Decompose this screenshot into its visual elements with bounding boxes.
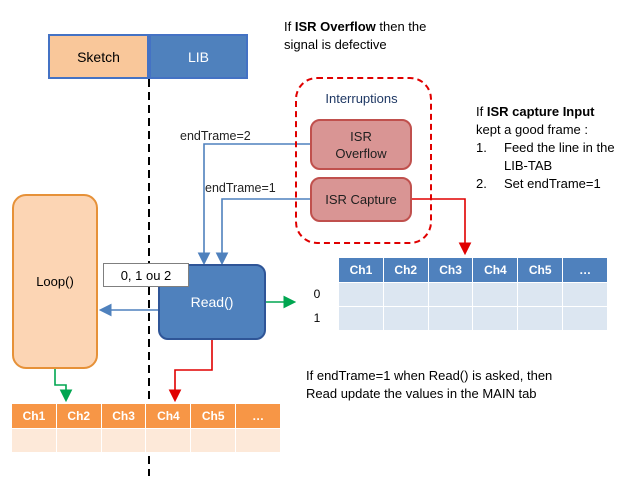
table-cell [338, 306, 384, 331]
loop-box: Loop() [12, 194, 98, 369]
overflow-to-read-arrow [197, 143, 310, 266]
table-header-row: Ch1 Ch2 Ch3 Ch4 Ch5 … [338, 257, 608, 283]
table-row [338, 282, 608, 307]
table-cell [338, 282, 384, 307]
table-cell [11, 428, 57, 453]
column-header: Ch3 [100, 403, 147, 429]
endtrame-2-label: endTrame=2 [180, 129, 251, 143]
table-cell [562, 282, 608, 307]
column-header: … [562, 257, 608, 283]
table-row [11, 428, 281, 453]
capture-note: If ISR capture Input kept a good frame :… [476, 104, 615, 191]
main-table: Ch1 Ch2 Ch3 Ch4 Ch5 … [11, 403, 281, 453]
column-header: Ch3 [427, 257, 474, 283]
capture-to-read-arrow [215, 198, 310, 266]
row-label: 1 [313, 311, 321, 325]
lib-box: LIB [149, 34, 248, 79]
lib-table-row-labels: 0 1 [296, 282, 338, 330]
column-header: Ch5 [190, 403, 237, 429]
capture-to-libtable-arrow [412, 198, 472, 256]
table-cell [472, 282, 519, 307]
sketch-box: Sketch [48, 34, 149, 79]
interruptions-title: Interruptions [325, 91, 398, 106]
table-cell [100, 428, 147, 453]
table-cell [427, 306, 474, 331]
table-cell [190, 428, 237, 453]
read-note: If endTrame=1 when Read() is asked, then… [306, 368, 553, 401]
overflow-note: If ISR Overflow then the signal is defec… [284, 19, 427, 52]
column-header: Ch2 [382, 257, 429, 283]
read-box: Read() [158, 264, 266, 340]
column-header: Ch1 [11, 403, 57, 429]
return-values-box: 0, 1 ou 2 [103, 263, 189, 287]
loop-to-maintable-arrow [54, 369, 73, 403]
lib-table: Ch1 Ch2 Ch3 Ch4 Ch5 … [338, 257, 608, 331]
read-to-maintable-arrow [168, 340, 213, 403]
table-cell [382, 282, 429, 307]
table-cell [382, 306, 429, 331]
interruptions-frame [295, 77, 432, 244]
column-header: … [235, 403, 281, 429]
column-header: Ch1 [338, 257, 384, 283]
column-header: Ch4 [145, 403, 192, 429]
endtrame-1-label: endTrame=1 [205, 181, 276, 195]
column-header: Ch2 [55, 403, 102, 429]
column-header: Ch4 [472, 257, 519, 283]
row-label: 0 [313, 287, 321, 301]
table-cell [562, 306, 608, 331]
table-cell [517, 282, 564, 307]
table-cell [517, 306, 564, 331]
table-header-row: Ch1 Ch2 Ch3 Ch4 Ch5 … [11, 403, 281, 429]
column-header: Ch5 [517, 257, 564, 283]
isr-overflow-box: ISR Overflow [310, 119, 412, 170]
table-cell [145, 428, 192, 453]
table-cell [235, 428, 281, 453]
table-cell [427, 282, 474, 307]
isr-capture-box: ISR Capture [310, 177, 412, 222]
table-cell [472, 306, 519, 331]
table-cell [55, 428, 102, 453]
table-row [338, 306, 608, 331]
